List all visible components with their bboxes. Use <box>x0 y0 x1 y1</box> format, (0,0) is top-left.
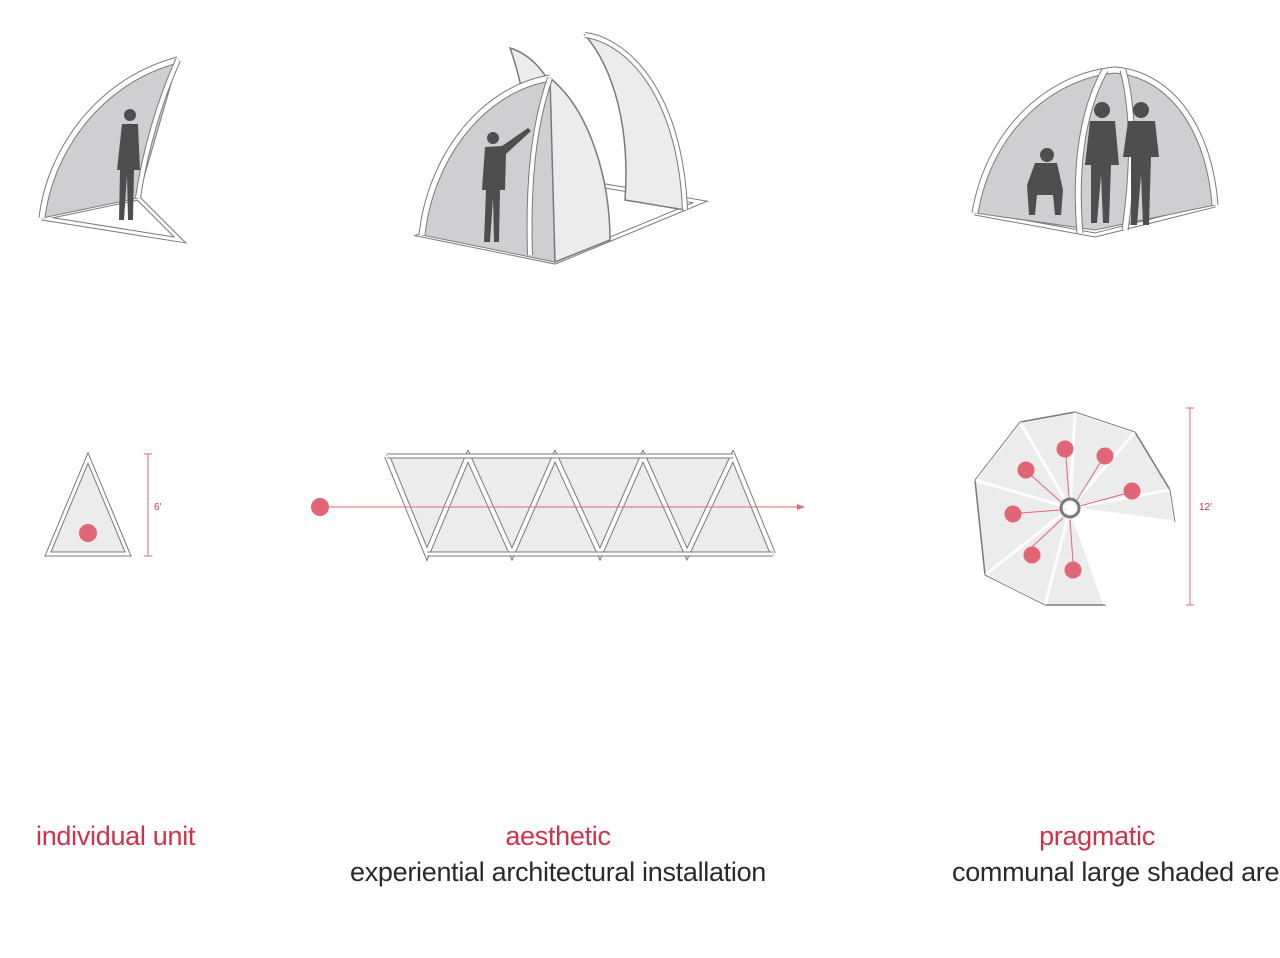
occupant-dot <box>311 498 329 516</box>
pragmatic-title: pragmatic <box>1039 821 1155 851</box>
dimension-label: 12′ <box>1199 502 1212 513</box>
occupant-dot <box>1004 505 1022 523</box>
person-silhouette <box>482 128 531 242</box>
person-silhouette <box>1027 148 1063 215</box>
person-silhouette <box>1085 102 1119 223</box>
individual-title: individual unit <box>36 821 196 851</box>
individual-unit-plan: 6′ <box>40 450 180 565</box>
occupant-dot <box>79 524 97 542</box>
individual-plan-drawing: 6′ <box>44 451 162 557</box>
person-silhouette <box>1123 102 1159 225</box>
aesthetic-plan <box>305 450 815 570</box>
aesthetic-subtitle: experiential architectural installation <box>349 857 767 887</box>
occupant-dot <box>1123 482 1141 500</box>
person-silhouette <box>117 109 140 220</box>
aesthetic-perspective <box>410 30 730 275</box>
occupant-dot <box>1096 447 1114 465</box>
occupant-dot <box>1056 440 1074 458</box>
aesthetic-arches-drawing <box>412 32 709 265</box>
pragmatic-plan-drawing: 12′ <box>972 407 1212 608</box>
pragmatic-dome-drawing <box>971 66 1219 238</box>
occupant-dot <box>1064 561 1082 579</box>
individual-unit-perspective <box>20 40 220 260</box>
dimension-label: 6′ <box>154 502 162 513</box>
fabric-arch <box>41 59 179 219</box>
pragmatic-perspective <box>965 55 1230 245</box>
individual-arch-drawing <box>38 56 188 244</box>
center-hub <box>1059 497 1081 519</box>
aesthetic-plan-drawing <box>311 450 805 562</box>
aesthetic-title: aesthetic <box>505 821 611 851</box>
pragmatic-plan: 12′ <box>965 400 1225 615</box>
pragmatic-subtitle: communal large shaded area <box>952 857 1280 887</box>
radial-units <box>973 410 1176 607</box>
occupant-dot <box>1017 461 1035 479</box>
occupant-dot <box>1023 546 1041 564</box>
